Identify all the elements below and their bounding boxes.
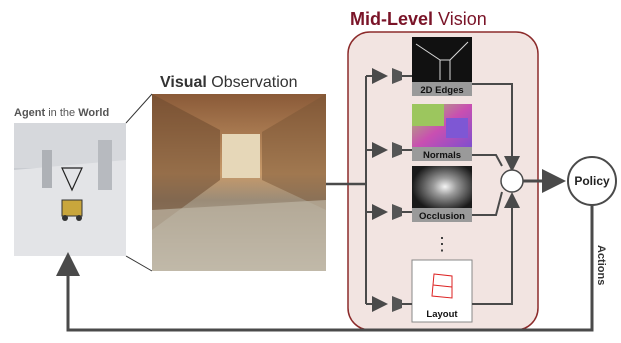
- robot-wheel: [76, 215, 82, 221]
- merge-line: [472, 83, 520, 172]
- agent-label: Agent in the World: [14, 107, 109, 119]
- feature-label-bg: [412, 82, 472, 96]
- zoom-line: [125, 255, 153, 272]
- combine-node: [500, 169, 524, 193]
- normals-patch: [446, 118, 468, 138]
- agent-view-frustum: [61, 167, 83, 192]
- feature-label-normals: Normals: [423, 150, 461, 161]
- policy-label: Policy: [574, 174, 610, 188]
- encoder-icon: [392, 296, 402, 312]
- room-floor: [152, 200, 326, 271]
- room-right-wall: [262, 94, 326, 210]
- world-pillar: [42, 150, 52, 188]
- zoom-line: [125, 93, 153, 124]
- layout-box-icon: [431, 273, 453, 299]
- feature-label-bg: [412, 147, 472, 161]
- more-features-ellipsis: ⋮: [433, 234, 451, 254]
- visual-observation-label: Visual Observation: [160, 74, 298, 91]
- robot-wheel: [62, 215, 68, 221]
- merge-line: [472, 154, 503, 167]
- feature-occlusion-image: [412, 166, 472, 212]
- feature-edges-image: [412, 37, 472, 89]
- encoder-icon: [392, 142, 402, 158]
- feature-label-occlusion: Occlusion: [419, 211, 465, 222]
- feature-label-bg: [412, 208, 472, 222]
- room-hallway: [222, 134, 260, 178]
- world-pillar: [98, 140, 112, 190]
- actions-label: Actions: [595, 245, 607, 285]
- actions-feedback-arrow: [56, 205, 594, 332]
- feature-layout-image: [411, 259, 473, 323]
- midlevel-vision-title: Mid-Level Vision: [350, 9, 487, 29]
- edges-lines: [415, 41, 469, 85]
- merge-line: [472, 192, 520, 305]
- normals-patch: [412, 104, 444, 126]
- encoder-icon: [392, 204, 402, 220]
- agent-robot-icon: [61, 199, 83, 217]
- feature-label-layout: Layout: [426, 309, 458, 320]
- room-left-wall: [152, 94, 220, 230]
- feature-label-edges: 2D Edges: [420, 85, 463, 96]
- merge-line: [472, 191, 503, 216]
- encoder-icon: [392, 68, 402, 84]
